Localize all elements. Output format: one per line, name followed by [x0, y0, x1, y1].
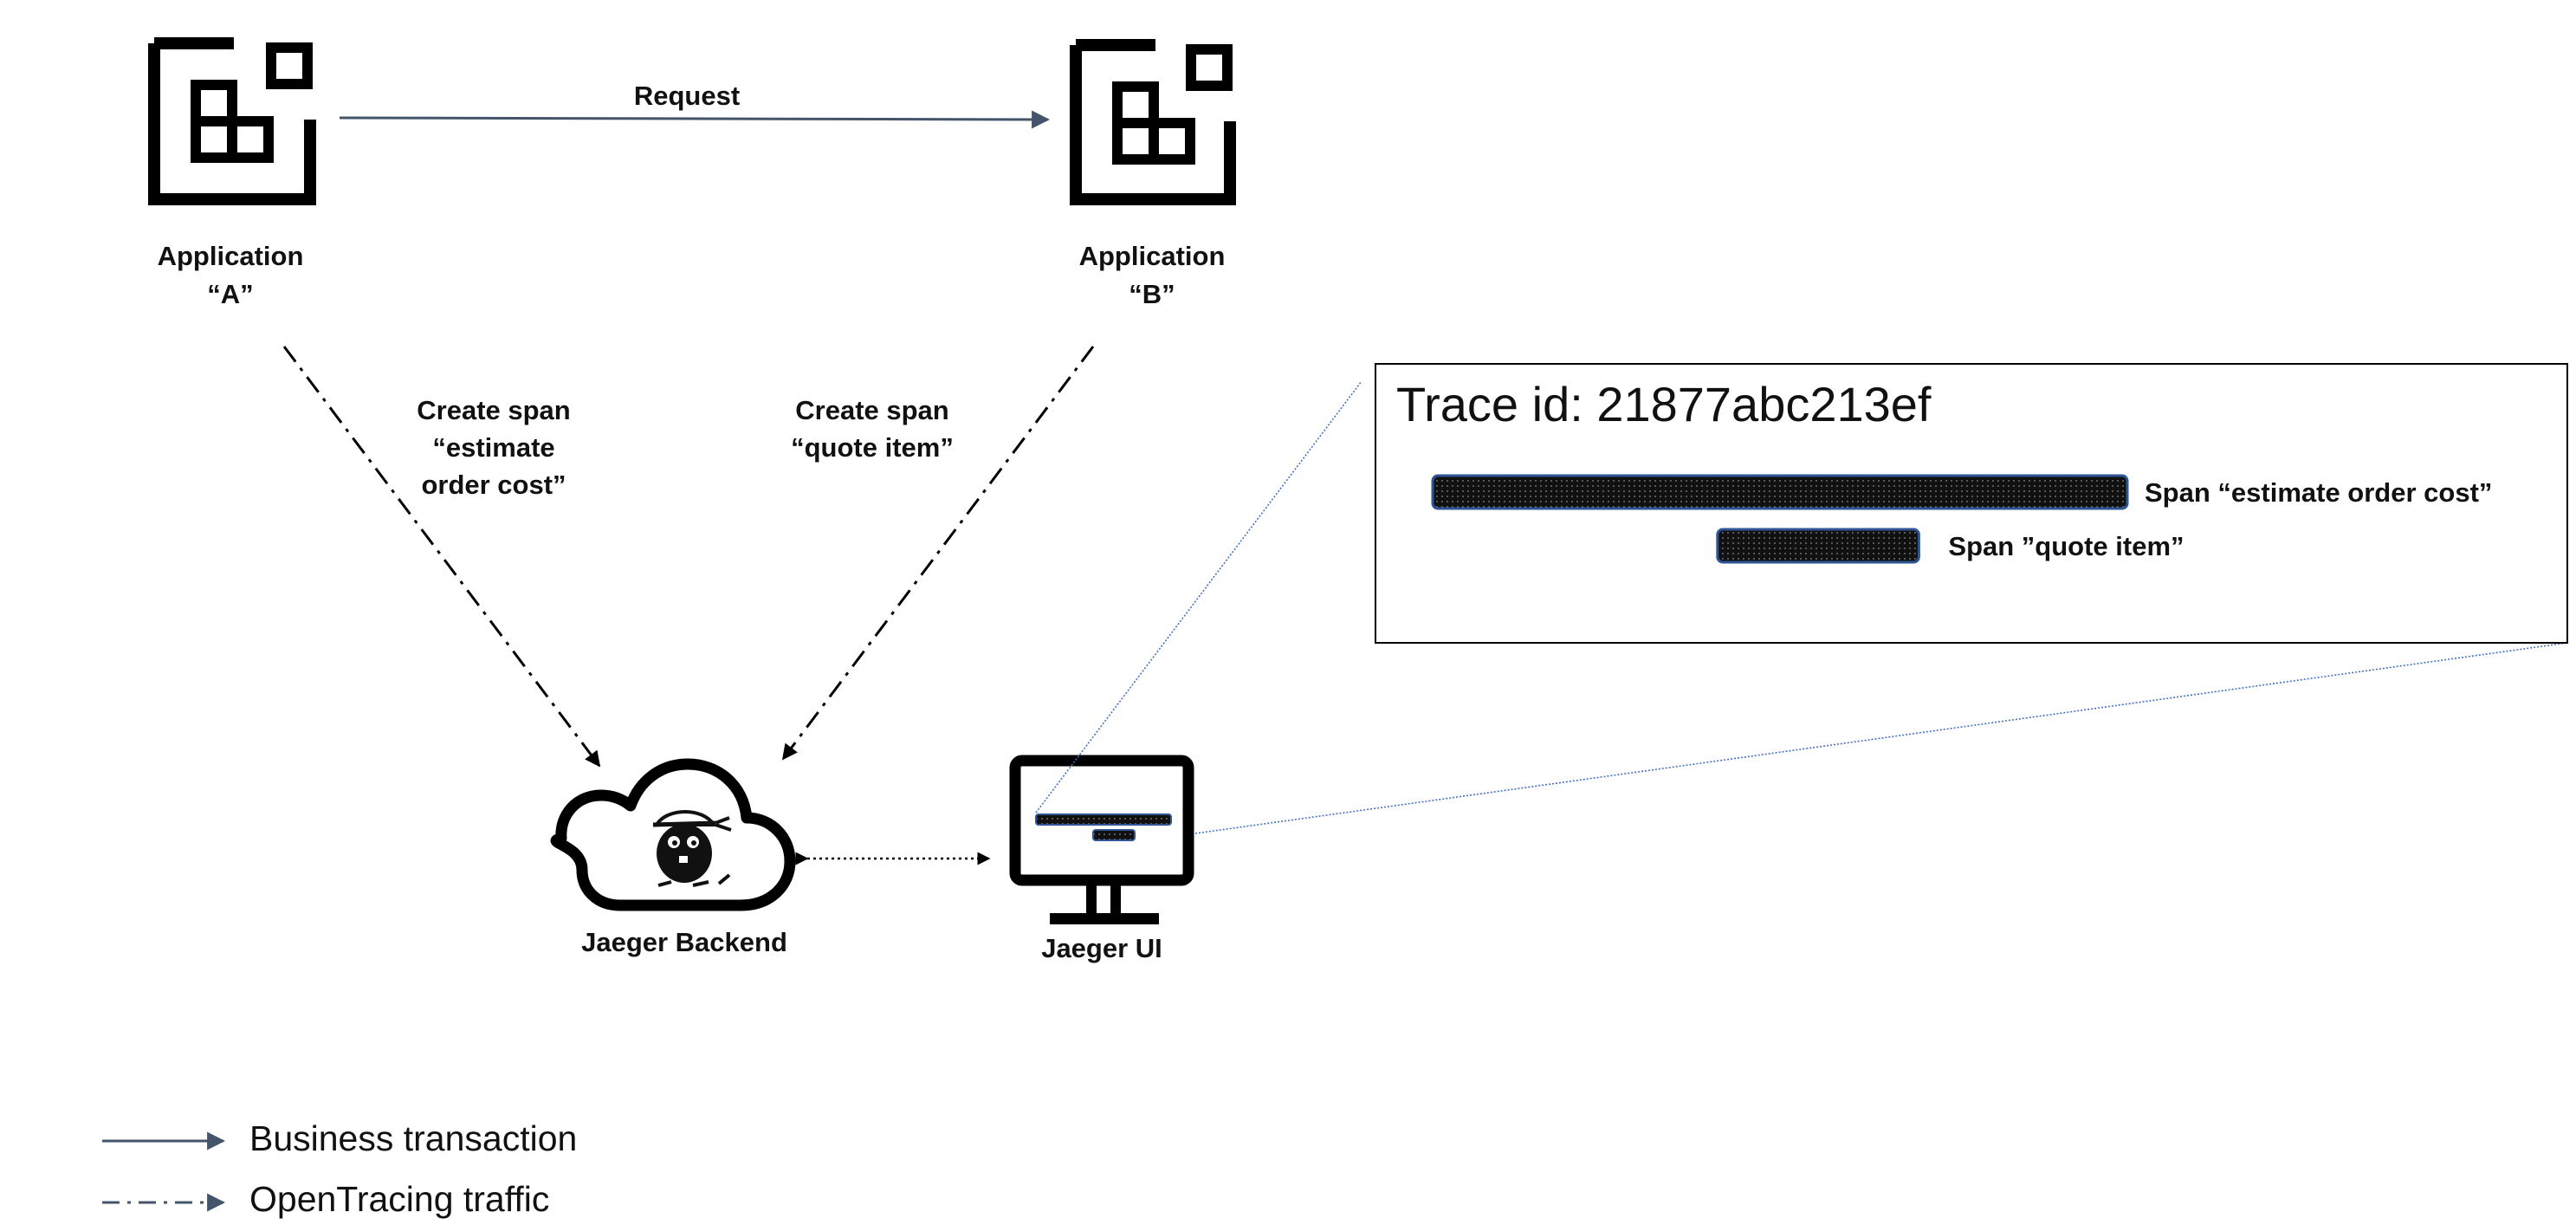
span-bar — [1716, 528, 1920, 564]
jaeger-ui-label: Jaeger UI — [1041, 933, 1162, 963]
create-span-a-label-2: “estimate — [432, 432, 554, 463]
application-b-name: “B” — [1129, 279, 1175, 309]
jaeger-backend-label: Jaeger Backend — [581, 927, 787, 957]
create-span-b-arrow — [781, 346, 1095, 761]
zoom-line-top — [1035, 380, 1362, 813]
application-b-icon — [1070, 39, 1236, 205]
create-span-a-label-1: Create span — [417, 395, 570, 425]
create-span-a-arrow — [282, 346, 601, 768]
span-label: Span ”quote item” — [1948, 531, 2184, 561]
span-bar — [1431, 474, 2129, 510]
legend-business-label: Business transaction — [249, 1118, 577, 1158]
application-a-icon — [148, 37, 316, 205]
application-a-label: Application — [158, 241, 304, 271]
request-label: Request — [634, 81, 740, 111]
trace-id-title: Trace id: 21877abc213ef — [1396, 377, 1932, 431]
zoom-line-bottom — [1194, 642, 2568, 834]
application-b-label: Application — [1079, 241, 1226, 271]
span-rows: Span “estimate order cost” Span ”quote it… — [1431, 474, 2492, 564]
legend-opentracing-label: OpenTracing traffic — [249, 1179, 549, 1219]
request-arrow — [339, 110, 1051, 129]
span-label: Span “estimate order cost” — [2145, 477, 2492, 508]
application-a-name: “A” — [207, 279, 253, 309]
jaeger-gopher-icon — [652, 810, 732, 887]
monitor-icon — [1009, 755, 1194, 924]
create-span-a-label-3: order cost” — [421, 470, 566, 500]
create-span-b-label-2: “quote item” — [791, 432, 954, 463]
create-span-b-label-1: Create span — [795, 395, 948, 425]
